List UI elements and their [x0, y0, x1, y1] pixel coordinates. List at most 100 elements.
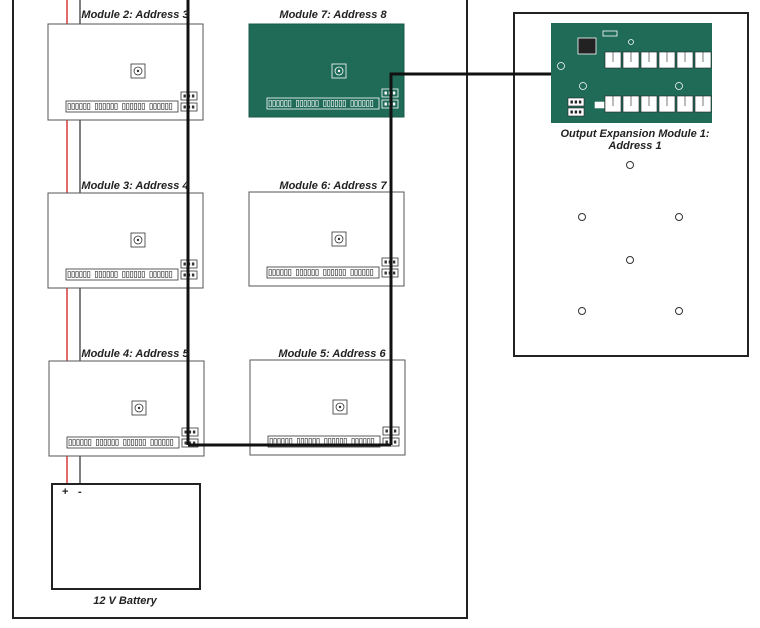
module-label: Module 3: Address 4: [81, 180, 188, 192]
terminal-slot: [126, 271, 130, 278]
bus-connector-pin: [183, 105, 186, 109]
module-label: Module 4: Address 5: [81, 348, 189, 360]
bus-connector-pin: [191, 94, 195, 98]
terminal-slot: [138, 439, 142, 446]
terminal-slot: [342, 100, 346, 107]
bus-connector-pin: [192, 441, 196, 445]
terminal-slot: [106, 271, 110, 278]
terminal-slot: [311, 100, 315, 107]
terminal-slot: [122, 271, 126, 278]
terminal-block: [65, 100, 179, 113]
address-switch-center: [136, 69, 140, 73]
bus-connector-pin: [392, 271, 396, 275]
module-label: Module 6: Address 7: [279, 180, 387, 192]
terminal-slot: [68, 439, 72, 446]
terminal-slot: [106, 103, 110, 110]
terminal-slot: [338, 269, 342, 276]
terminal-slot: [307, 269, 311, 276]
terminal-slot: [165, 103, 169, 110]
address-switch-dial: [134, 403, 144, 413]
address-switch-center: [137, 406, 141, 410]
terminal-slot: [288, 269, 292, 276]
terminal-slot: [157, 271, 161, 278]
terminal-slot: [134, 271, 138, 278]
terminal-slot: [130, 271, 134, 278]
module-boxes: [47, 23, 406, 457]
bus-connector-pin: [384, 91, 387, 95]
terminal-slot: [157, 103, 161, 110]
battery-plus-terminal: +: [62, 486, 68, 498]
bus-connector-pin: [384, 102, 387, 106]
terminal-slot: [87, 103, 91, 110]
address-switch-center: [337, 237, 341, 241]
expansion-label-line2: Address 1: [607, 140, 661, 152]
mounting-hole: [578, 307, 586, 315]
terminal-slot: [331, 269, 335, 276]
terminal-slot: [107, 439, 111, 446]
module-label: Module 7: Address 8: [279, 9, 387, 21]
terminal-slot: [327, 100, 331, 107]
terminal-slot: [83, 103, 87, 110]
terminal-slot: [102, 103, 106, 110]
address-switch-center: [337, 69, 341, 73]
terminal-slot: [276, 100, 280, 107]
terminal-slot: [161, 103, 165, 110]
terminal-slot: [366, 269, 370, 276]
terminal-slot: [67, 103, 71, 110]
main-enclosure: [12, 0, 468, 619]
terminal-slot: [288, 100, 292, 107]
terminal-slot: [268, 100, 272, 107]
terminal-slot: [115, 439, 119, 446]
terminal-slot: [150, 439, 154, 446]
bus-connector-pin: [184, 430, 187, 434]
terminal-slot: [154, 439, 158, 446]
bus-connector-pin: [570, 110, 573, 114]
terminal-slot: [127, 439, 131, 446]
terminal-slot: [170, 439, 174, 446]
terminal-slot: [102, 271, 106, 278]
terminal-slot: [350, 100, 354, 107]
terminal-slot: [95, 271, 99, 278]
terminal-slot: [331, 100, 335, 107]
terminal-slot: [141, 271, 145, 278]
terminal-slot: [334, 269, 338, 276]
mounting-hole: [675, 213, 683, 221]
terminal-slot: [362, 269, 366, 276]
bus-connector-pin: [183, 273, 186, 277]
terminal-slot: [169, 103, 173, 110]
bus-connector-pin: [574, 100, 578, 104]
terminal-block: [65, 268, 179, 281]
terminal-slot: [169, 271, 173, 278]
module-components: [66, 400, 199, 449]
bus-connector-pin: [384, 271, 387, 275]
terminal-block: [267, 435, 381, 448]
terminal-slot: [323, 100, 327, 107]
terminal-slot: [280, 100, 284, 107]
board-mount-hole: [579, 82, 587, 90]
address-switch-dial: [334, 234, 344, 244]
bus-connector-pin: [385, 429, 388, 433]
terminal-slot: [114, 271, 118, 278]
bus-connector-pin: [393, 429, 397, 433]
battery-box: [51, 483, 201, 590]
bus-connector-pin: [191, 273, 195, 277]
expansion-enclosure: [513, 12, 749, 357]
address-switch-dial: [133, 66, 143, 76]
terminal-slot: [141, 103, 145, 110]
bus-connector-pin: [184, 441, 187, 445]
bus-connector-pin: [574, 110, 578, 114]
bus-wire-to-expansion: [389, 72, 578, 100]
terminal-slot: [149, 103, 153, 110]
bus-connector-pin: [384, 260, 387, 264]
terminal-slot: [130, 103, 134, 110]
module-label: Module 2: Address 3: [81, 9, 188, 21]
terminal-slot: [71, 271, 75, 278]
address-switch-center: [338, 405, 342, 409]
module-label: Module 5: Address 6: [278, 348, 386, 360]
terminal-slot: [71, 103, 75, 110]
mounting-hole: [626, 256, 634, 264]
address-switch-dial: [133, 235, 143, 245]
board-mount-hole: [628, 39, 634, 45]
terminal-slot: [311, 269, 315, 276]
terminal-slot: [98, 103, 102, 110]
